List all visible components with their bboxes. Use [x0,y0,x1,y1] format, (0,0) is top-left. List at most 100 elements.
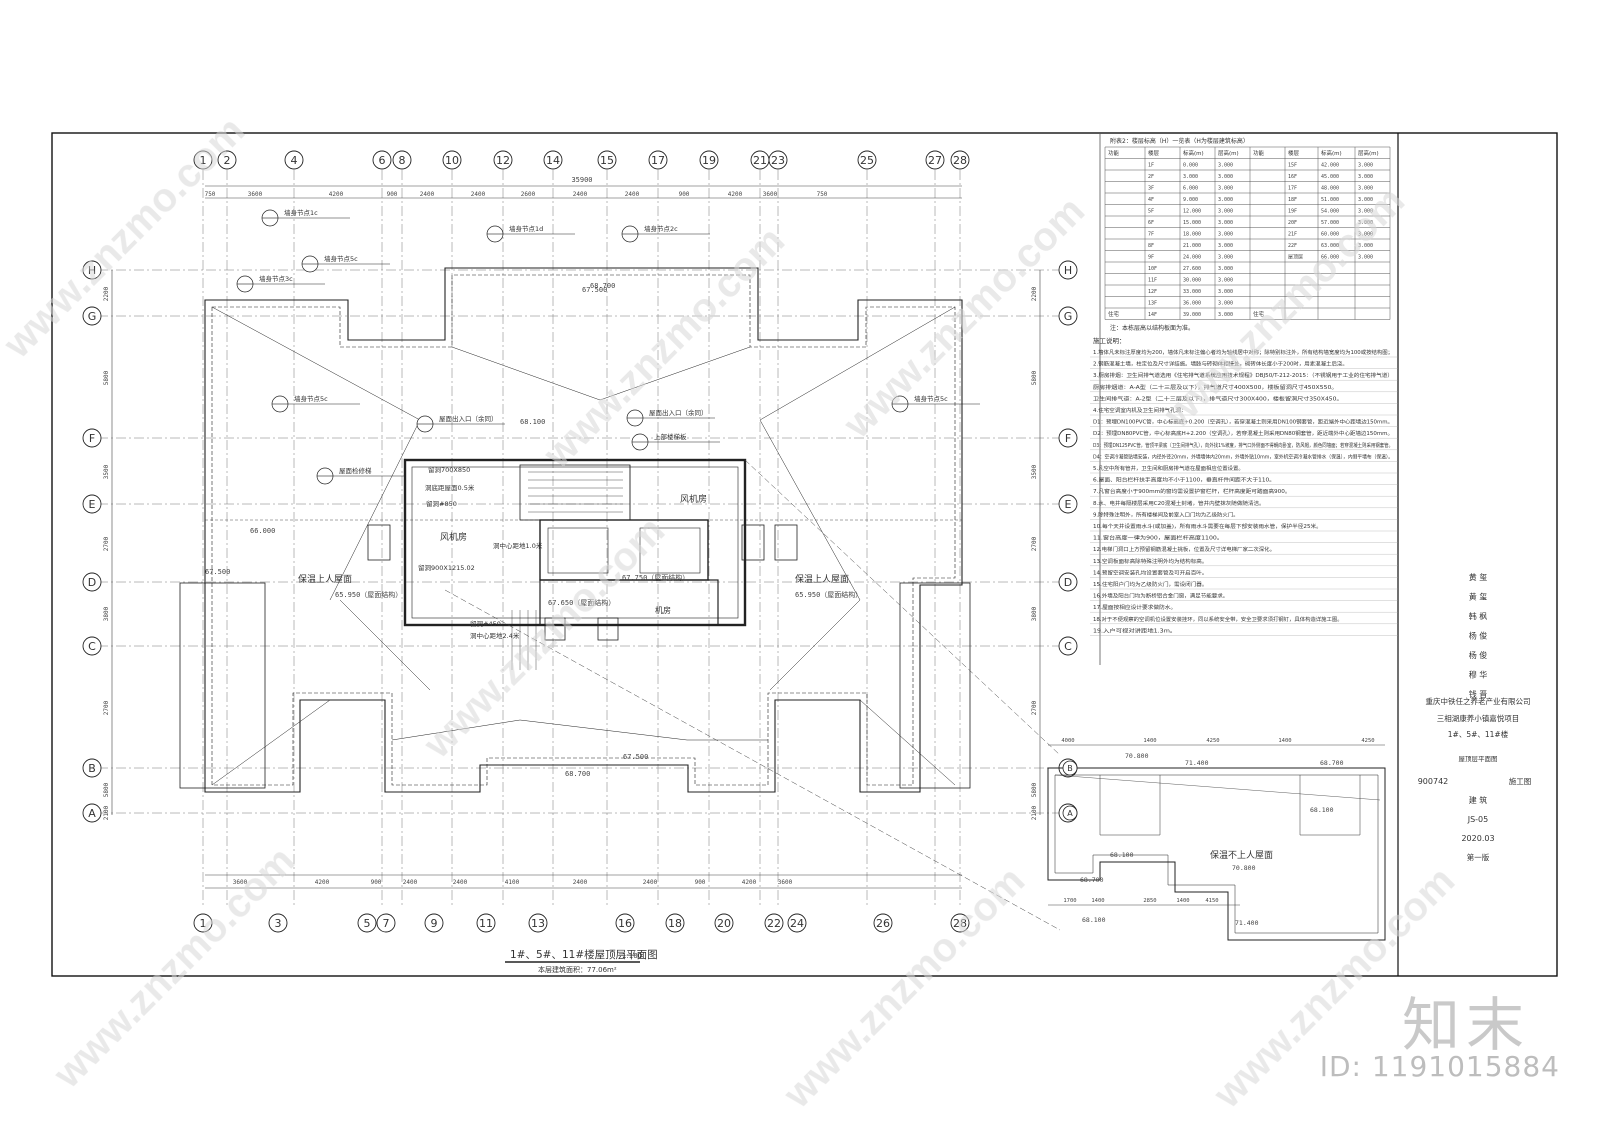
table-cell: 14F [1148,312,1157,318]
table-cell: 8F [1148,243,1154,249]
note-item: 10.每个天井设置雨水斗(或加盖)，所有雨水斗需要在每层下部安装雨水管，保护半径… [1093,522,1322,530]
dimension-value: 2400 [420,191,435,198]
dimension-value: 3600 [778,879,793,886]
dimension-value: 900 [387,191,398,198]
axis-bubble: 28 [950,150,970,170]
table-cell: 3.000 [1358,243,1373,249]
svg-text:A: A [88,807,96,820]
inset-elevation: 68.100 [1110,851,1134,859]
signature-name: 钱 晋 [1469,689,1488,699]
table-cell: 3.000 [1218,209,1233,215]
svg-text:19: 19 [702,154,716,167]
elevation-mark: 66.000 [250,527,275,535]
svg-text:27: 27 [928,154,942,167]
table-cell: 3.000 [1358,163,1373,169]
axis-bubble: 18 [665,913,685,933]
axis-bubble: 1 [193,150,213,170]
table-cell: 3.000 [1218,312,1233,318]
axis-bubble: D [1058,572,1078,592]
dimension-value: 4200 [329,191,344,198]
axis-bubble: 5 [357,913,377,933]
axis-bubble: 19 [699,150,719,170]
note-item: D3：预埋DN125PVC管，管顶平梁底（卫生间排气孔），向外找1%坡度，排气口… [1093,441,1393,449]
table-cell: 19F [1288,209,1297,215]
svg-text:22: 22 [767,917,781,930]
note-item: 14.预留空调安装孔均设置套管及可开启百叶。 [1093,568,1207,576]
svg-text:26: 26 [876,917,890,930]
table-cell: 12F [1148,289,1157,295]
detail-callout: 屋面出入口（余同） [626,408,715,427]
dimension-value: 1400 [1091,898,1104,904]
svg-text:3: 3 [275,917,282,930]
table-header: 楼层 [1288,149,1300,157]
svg-text:15: 15 [600,154,614,167]
table-cell: 11F [1148,278,1157,284]
axis-bubble: 3 [268,913,288,933]
drawing-name: 屋顶层平面图 [1459,755,1498,763]
axis-bubble: 21 [750,150,770,170]
table-cell: 60.000 [1321,232,1339,238]
dimension-value: 1400 [1143,738,1156,744]
table-cell: 7F [1148,232,1154,238]
table-cell: 3.000 [1218,163,1233,169]
axis-bubble: C [82,636,102,656]
axis-bubble: 10 [442,150,462,170]
table-cell: 42.000 [1321,163,1339,169]
axis-bubble: E [82,494,102,514]
axis-bubble: 14 [543,150,563,170]
table-cell: 3.000 [1358,255,1373,261]
elevation-mark: 65.950（屋面结构） [795,590,862,599]
title-block: 黄 玺黄 玺韩 枫杨 俊杨 俊穆 华钱 晋 重庆中铁任之养老产业有限公司 三相湖… [1418,572,1532,862]
svg-text:5: 5 [364,917,371,930]
axis-bubble: 12 [493,150,513,170]
table-cell: 15.000 [1183,220,1201,226]
svg-text:7: 7 [383,917,390,930]
axis-bubble: 13 [528,913,548,933]
svg-text:28: 28 [953,154,967,167]
dimension-value: 5800 [103,370,110,385]
dimension-value: 5800 [1031,782,1038,797]
table-cell: 3F [1148,186,1154,192]
table-cell: 13F [1148,301,1157,307]
table-title: 附表2：楼层标高（H）一览表（H为楼层建筑标高） [1110,137,1249,145]
table-header: 功能 [1253,149,1265,157]
note-item: 厨房排烟道：A-A型（二十三层及以下），排气道尺寸400X500，楼板留洞尺寸4… [1093,383,1337,391]
note-item: 6.屋面、阳台栏杆扶手高度均不小于1100，垂直杆件间距不大于110。 [1093,476,1275,484]
dimension-value: 4250 [1206,738,1219,744]
project-number: 900742 [1418,777,1449,786]
inset-axis-label: A [1067,809,1073,818]
opening-labels: 留洞700X850 洞底距屋面0.5米 留洞#850 洞中心距地1.0米 留洞#… [418,465,543,640]
room-label: 保温上人屋面 [298,573,352,585]
svg-text:H: H [88,264,96,277]
area-note: 本层建筑面积：77.06m² [538,965,617,974]
detail-callout: 墙身节点1c [261,208,350,227]
table-header: 层高(m) [1358,149,1379,157]
axis-bubble: D [82,572,102,592]
dimension-value: 2700 [1031,536,1038,551]
axis-bubble: H [82,260,102,280]
table-cell: 63.000 [1321,243,1339,249]
axis-bubble: 26 [873,913,893,933]
table-cell: 3.000 [1218,301,1233,307]
opening-label: 留洞#450 [470,619,501,628]
table-cell: 3.000 [1358,232,1373,238]
dimension-value: 4150 [1205,898,1218,904]
svg-text:20: 20 [717,917,731,930]
svg-text:G: G [88,310,97,323]
note-item: 18.对于不便观察的空调机位设置安装挂环，同以系统安全带，安全卫要求须打钢钉，具… [1093,615,1343,623]
table-cell: 3.000 [1218,289,1233,295]
svg-text:D: D [88,576,96,589]
svg-text:17: 17 [651,154,665,167]
table-cell: 3.000 [1218,186,1233,192]
table-cell: 3.000 [1218,220,1233,226]
signature-name: 穆 华 [1469,670,1488,680]
elevation-mark: 68.700 [590,282,615,290]
construction-notes: 施工说明： 1.墙体凡未标注厚度均为200，墙体凡未标注偏心者均为轴线居中对称；… [1090,336,1398,636]
svg-text:D: D [1064,576,1072,589]
dimension-value: 2850 [1143,898,1156,904]
roof-plan [179,267,971,793]
signature-name: 杨 俊 [1469,631,1488,641]
dimension-value: 3600 [248,191,263,198]
table-cell: 5F [1148,209,1154,215]
inset-room-label: 保温不上人屋面 [1210,849,1273,861]
